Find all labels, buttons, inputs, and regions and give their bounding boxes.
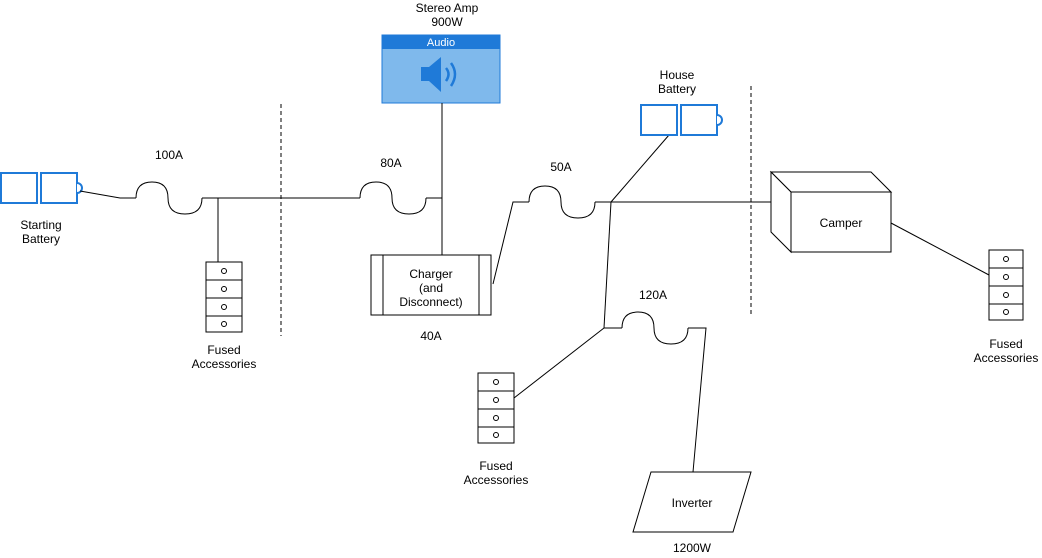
fuse-block-1-label-2: Accessories [192, 357, 257, 371]
fuse-block-3-label-1: Fused [989, 337, 1022, 351]
fuse-80a-label: 80A [380, 156, 401, 170]
starting-battery-label-1: Starting [20, 218, 61, 232]
wire-house-battery [610, 134, 670, 203]
house-battery-label-2: Battery [658, 82, 696, 96]
fuse-100a [135, 181, 203, 215]
charger-label-1: Charger [409, 267, 452, 281]
speaker-icon [421, 57, 457, 92]
starting-battery-label-2: Battery [22, 232, 60, 246]
stereo-amp-power: 900W [431, 15, 463, 29]
wire-down [603, 201, 612, 329]
fuse-block-2-label-1: Fused [479, 459, 512, 473]
camper-label: Camper [820, 216, 863, 230]
inverter[interactable] [632, 471, 752, 533]
fuse-120a [621, 311, 689, 345]
inverter-label: Inverter [672, 496, 713, 510]
inverter-power: 1200W [673, 541, 712, 555]
stereo-amp-header: Audio [427, 37, 455, 49]
fuse-block-3-label-2: Accessories [974, 351, 1039, 365]
fuse-120a-label: 120A [639, 288, 667, 302]
charger-rating: 40A [420, 329, 441, 343]
fuse-block-3[interactable] [988, 249, 1024, 321]
camper[interactable] [769, 170, 893, 254]
fuse-100a-label: 100A [155, 148, 183, 162]
stereo-amp-name: Stereo Amp [416, 1, 479, 15]
wire-accessories-2 [513, 327, 605, 399]
fuse-block-2-label-2: Accessories [464, 473, 529, 487]
fuse-50a [528, 185, 596, 219]
fuse-80a [359, 181, 427, 215]
fuse-50a-label: 50A [550, 160, 571, 174]
charger-label-2: (and [419, 281, 443, 295]
house-battery[interactable] [640, 104, 723, 136]
starting-battery[interactable] [0, 172, 83, 204]
fuse-block-1-label-1: Fused [207, 343, 240, 357]
charger[interactable] [370, 254, 492, 316]
fuse-block-1[interactable] [205, 261, 243, 333]
fuse-block-2[interactable] [477, 372, 515, 444]
wire-inverter [688, 327, 707, 473]
house-battery-label-1: House [660, 68, 695, 82]
wire-camper-accessories [890, 222, 990, 276]
charger-label-3: Disconnect) [399, 295, 462, 309]
wire-start-battery [79, 190, 136, 199]
wire-charger-out [492, 201, 529, 285]
